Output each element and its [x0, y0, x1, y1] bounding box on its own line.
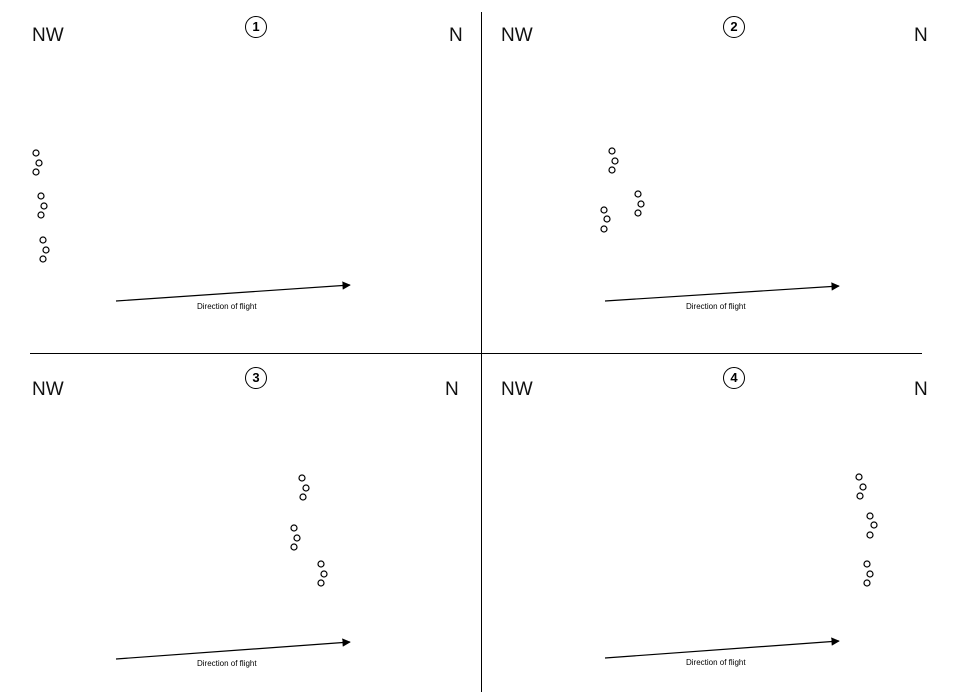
panel-2-flight-arrow: [604, 282, 840, 302]
panel-1-bird-marker: [40, 202, 48, 210]
panel-1-bird-marker: [35, 159, 43, 167]
panel-2-bird-marker: [603, 215, 611, 223]
panel-2-bird-marker: [608, 147, 616, 155]
panel-2-bird-marker: [634, 209, 642, 217]
panel-4-nw-label: NW: [501, 379, 533, 400]
panel-4-bird-marker: [856, 492, 864, 500]
panel-2-bird-marker: [634, 190, 642, 198]
panel-3-n-label: N: [445, 379, 459, 400]
panel-3-number: 3: [245, 367, 267, 389]
panel-1-bird-marker: [32, 149, 40, 157]
panel-1-flight-arrow: [115, 281, 351, 302]
horizontal-divider: [30, 353, 922, 354]
panel-2-bird-marker: [600, 225, 608, 233]
panel-2-bird-marker: [637, 200, 645, 208]
panel-3-flight-arrow: [115, 638, 351, 660]
panel-1-bird-marker: [42, 246, 50, 254]
panel-3-bird-marker: [302, 484, 310, 492]
panel-1-bird-marker: [39, 236, 47, 244]
panel-4-bird-marker: [863, 560, 871, 568]
panel-4-number: 4: [723, 367, 745, 389]
panel-3-bird-marker: [299, 493, 307, 501]
panel-4-caption: Direction of flight: [686, 658, 746, 667]
panel-4-bird-marker: [866, 531, 874, 539]
panel-2-bird-marker: [608, 166, 616, 174]
panel-3-nw-label: NW: [32, 379, 64, 400]
panel-4-bird-marker: [866, 512, 874, 520]
panel-1-bird-marker: [37, 192, 45, 200]
panel-1-nw-label: NW: [32, 25, 64, 46]
panel-3-bird-marker: [317, 560, 325, 568]
panel-3-caption: Direction of flight: [197, 659, 257, 668]
panel-3-bird-marker: [293, 534, 301, 542]
panel-3-bird-marker: [298, 474, 306, 482]
panel-3-bird-marker: [320, 570, 328, 578]
vertical-divider: [481, 12, 482, 692]
panel-3-bird-marker: [290, 543, 298, 551]
panel-1-bird-marker: [39, 255, 47, 263]
panel-1-bird-marker: [32, 168, 40, 176]
panel-2-number: 2: [723, 16, 745, 38]
panel-1-bird-marker: [37, 211, 45, 219]
panel-4-n-label: N: [914, 379, 928, 400]
panel-1-n-label: N: [449, 25, 463, 46]
panel-2-caption: Direction of flight: [686, 302, 746, 311]
panel-4-bird-marker: [855, 473, 863, 481]
panel-2-bird-marker: [611, 157, 619, 165]
panel-3-bird-marker: [317, 579, 325, 587]
panel-2-bird-marker: [600, 206, 608, 214]
panel-2-nw-label: NW: [501, 25, 533, 46]
panel-4-bird-marker: [863, 579, 871, 587]
panel-4-bird-marker: [859, 483, 867, 491]
panel-2-n-label: N: [914, 25, 928, 46]
panel-4-bird-marker: [866, 570, 874, 578]
panel-1-caption: Direction of flight: [197, 302, 257, 311]
panel-4-bird-marker: [870, 521, 878, 529]
panel-3-bird-marker: [290, 524, 298, 532]
panel-4-flight-arrow: [604, 637, 840, 659]
panel-1-number: 1: [245, 16, 267, 38]
